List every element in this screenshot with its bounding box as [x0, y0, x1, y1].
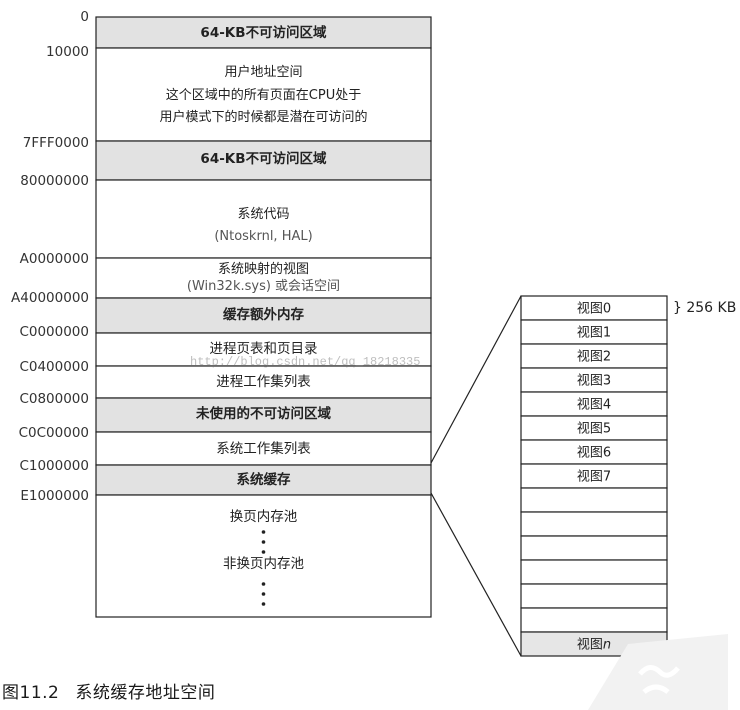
ellipsis-dot-0-1 [261, 540, 266, 544]
ellipsis-dot-0-2 [261, 550, 266, 554]
ellipsis-dot-1-2 [261, 602, 266, 606]
view-label-1: 视图1 [577, 326, 611, 341]
view-slot-1 [520, 319, 668, 345]
view-slot-6 [520, 439, 668, 465]
region-5-line-0: 缓存额外内存 [223, 306, 304, 323]
ellipsis-dot-0-0 [261, 530, 266, 534]
region-3 [95, 179, 432, 259]
address-label-10: C1000000 [19, 458, 89, 474]
address-label-0: 0 [80, 9, 89, 25]
region-3-line-1: (Ntoskrnl, HAL) [214, 229, 312, 244]
region-1-line-2: 用户模式下的时候都是潜在可访问的 [159, 109, 367, 125]
region-6-line-0: 进程页表和页目录 [210, 341, 318, 357]
watermark-text: http://blog.csdn.net/qq_18218335 [190, 355, 421, 369]
region-1-line-1: 这个区域中的所有页面在CPU处于 [166, 87, 361, 103]
view-slot-9 [520, 511, 668, 537]
region-2 [95, 140, 432, 181]
address-label-1: 10000 [46, 44, 89, 60]
address-label-4: A0000000 [20, 251, 89, 267]
region-4 [95, 257, 432, 299]
view-label-3: 视图3 [577, 374, 611, 389]
view-label-4: 视图4 [577, 398, 611, 413]
address-label-2: 7FFF0000 [23, 135, 89, 151]
region-3-line-0: 系统代码 [237, 207, 289, 222]
view-label-0: 视图0 [577, 302, 611, 317]
region-0-line-0: 64-KB不可访问区域 [200, 24, 327, 41]
caption-number: 图11.2 [2, 683, 60, 703]
corner-logo-watermark [588, 634, 728, 710]
connector-line-bottom [430, 492, 522, 657]
address-label-8: C0800000 [19, 391, 89, 407]
view-slot-3 [520, 367, 668, 393]
region-10 [95, 464, 432, 496]
region-1-line-0: 用户地址空间 [224, 64, 302, 80]
view-slot-11 [520, 559, 668, 585]
region-4-line-0: 系统映射的视图 [218, 261, 309, 277]
address-space-column: 64-KB不可访问区域用户地址空间这个区域中的所有页面在CPU处于用户模式下的时… [95, 16, 432, 618]
address-label-11: E1000000 [20, 488, 89, 504]
address-label-3: 80000000 [20, 173, 89, 189]
view-slot-4 [520, 391, 668, 417]
connector-line-top [430, 295, 522, 464]
view-slot-7 [520, 463, 668, 489]
region-7 [95, 365, 432, 399]
region-7-line-0: 进程工作集列表 [216, 374, 311, 390]
view-slot-10 [520, 535, 668, 561]
view-slot-8 [520, 487, 668, 513]
cache-connector-lines [430, 295, 522, 657]
view-slot-12 [520, 583, 668, 609]
view-column: 视图0 视图1 视图2 视图3 视图4 视图5 视图6 视图7 视图n [520, 295, 668, 657]
view-slot-13 [520, 607, 668, 633]
view-label-5: 视图5 [577, 422, 611, 437]
region-11 [95, 494, 432, 618]
view-slot-2 [520, 343, 668, 369]
region-8-line-0: 未使用的不可访问区域 [196, 405, 331, 422]
address-label-9: C0C00000 [19, 425, 89, 441]
region-6 [95, 332, 432, 367]
region-11-line-0: 换页内存池 [230, 509, 298, 525]
region-11-line-1: 非换页内存池 [223, 556, 304, 572]
figure-caption: 图11.2 系统缓存地址空间 [2, 678, 215, 703]
address-label-5: A40000000 [11, 290, 89, 306]
address-label-6: C0000000 [19, 324, 89, 340]
region-8 [95, 397, 432, 433]
ellipsis-dot-1-1 [261, 592, 266, 596]
region-9-line-0: 系统工作集列表 [216, 441, 311, 457]
caption-title: 系统缓存地址空间 [75, 683, 216, 703]
region-2-line-0: 64-KB不可访问区域 [200, 150, 327, 167]
address-label-7: C0400000 [19, 359, 89, 375]
view-label-7: 视图7 [577, 470, 611, 485]
view-label-6: 视图6 [577, 446, 611, 461]
view-size-label: } 256 KB [673, 300, 736, 316]
address-labels: 0 10000 7FFF0000 80000000A0000000A40000000C… [11, 9, 89, 504]
view-label-2: 视图2 [577, 350, 611, 365]
view-label-14: 视图n [577, 638, 611, 653]
region-5 [95, 297, 432, 334]
ellipsis-dot-1-0 [261, 582, 266, 586]
region-10-line-0: 系统缓存 [237, 471, 291, 488]
region-4-line-1: (Win32k.sys) 或会话空间 [187, 279, 340, 294]
